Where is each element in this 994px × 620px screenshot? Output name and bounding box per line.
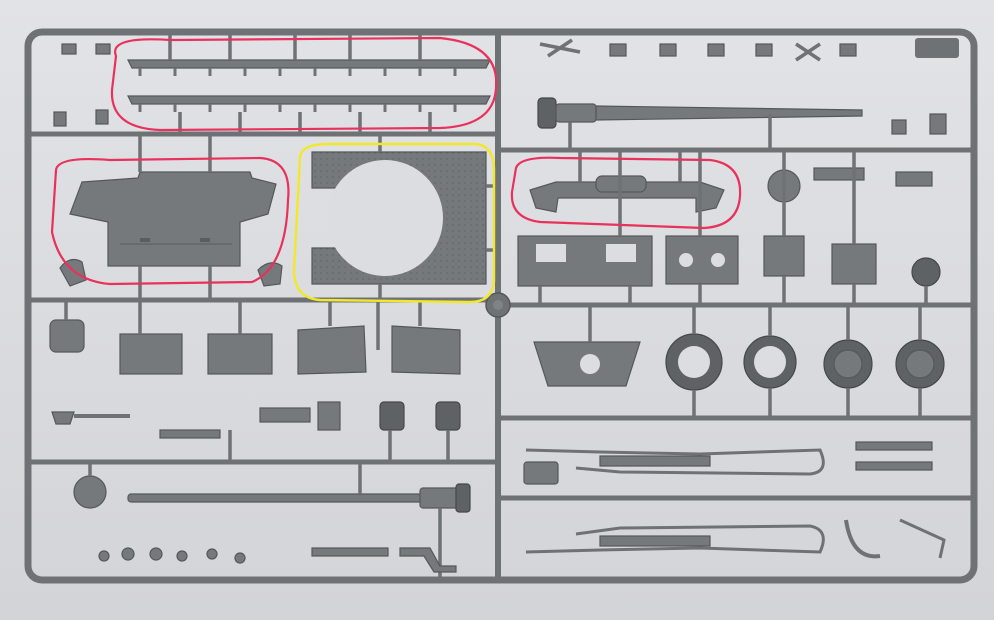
gun-barrel-right: [537, 97, 947, 150]
sprue-frame: [24, 28, 978, 584]
yellow-highlight-turret-floor: [292, 142, 496, 304]
fender-strips: [53, 34, 491, 134]
small-parts-bottom: [98, 547, 457, 573]
turret-floor: [311, 134, 498, 300]
tow-cables: [523, 441, 946, 559]
red-highlight-hull-plate: [50, 156, 290, 286]
red-highlight-bumper: [510, 156, 742, 230]
stowage-boxes: [49, 300, 461, 375]
tools: [51, 401, 461, 509]
panel-plates: [517, 150, 941, 305]
brackets-top-right: [539, 38, 857, 62]
red-highlight-fenders: [110, 36, 498, 132]
gun-barrel-left: [127, 462, 471, 578]
wheels-row: [533, 305, 945, 418]
